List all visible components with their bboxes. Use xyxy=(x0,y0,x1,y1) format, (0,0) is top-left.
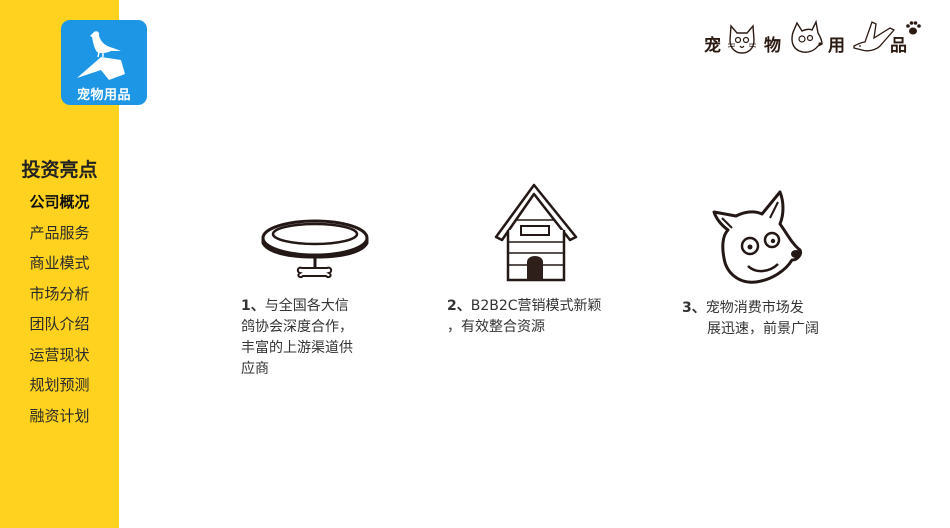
caption-line: 展迅速，前景广阔 xyxy=(707,321,819,337)
sidebar-item-operations[interactable]: 运营现状 xyxy=(29,346,90,364)
pigeon-icon xyxy=(77,31,125,80)
cat-face-icon xyxy=(727,24,757,54)
dog-head-icon xyxy=(712,190,802,284)
logo-text: 宠物用品 xyxy=(76,88,131,103)
caption-line: 丰富的上游渠道供 xyxy=(241,340,353,356)
brand-char: 宠 xyxy=(704,36,721,56)
doghouse-icon xyxy=(494,183,578,282)
sidebar-item-company-overview[interactable]: 公司概况 xyxy=(29,193,90,211)
caption-line: 与全国各大信 xyxy=(264,298,349,314)
highlight-2-number: 2、 xyxy=(447,298,471,314)
highlight-1-number: 1、 xyxy=(241,298,265,314)
sidebar-item-products-services[interactable]: 产品服务 xyxy=(29,224,90,242)
nav-heading: 投资亮点 xyxy=(21,159,98,181)
caption-line: 宠物消费市场发 xyxy=(705,300,804,316)
brand-char: 物 xyxy=(764,36,781,56)
brand-wordmark: 宠 物 用 品 xyxy=(700,14,925,60)
dog-face-icon xyxy=(791,20,823,53)
brand-char: 用 xyxy=(828,36,845,56)
bird-icon xyxy=(853,21,896,52)
sidebar-item-team[interactable]: 团队介绍 xyxy=(29,315,90,333)
caption-line: ，有效整合资源 xyxy=(447,319,545,335)
app-logo[interactable]: 宠物用品 xyxy=(61,20,147,105)
caption-line: B2B2C营销模式新颖 xyxy=(470,298,602,314)
highlight-1-caption: 1、与全国各大信 鸽协会深度合作， 丰富的上游渠道供 应商 xyxy=(241,296,391,380)
sidebar-item-market-analysis[interactable]: 市场分析 xyxy=(29,285,90,303)
collar-icon xyxy=(261,219,369,279)
highlight-3-caption: 3、宠物消费市场发 展迅速，前景广阔 xyxy=(682,298,862,340)
paw-icon xyxy=(906,21,921,35)
caption-line: 应商 xyxy=(241,361,269,377)
sidebar-item-business-model[interactable]: 商业模式 xyxy=(29,254,90,272)
sidebar-item-financing[interactable]: 融资计划 xyxy=(29,407,90,425)
sidebar-item-forecast[interactable]: 规划预测 xyxy=(29,376,90,394)
highlight-3-number: 3、 xyxy=(682,300,706,316)
brand-char: 品 xyxy=(890,36,907,56)
highlight-2-caption: 2、B2B2C营销模式新颖 ，有效整合资源 xyxy=(447,296,627,338)
caption-line: 鸽协会深度合作， xyxy=(241,319,353,335)
